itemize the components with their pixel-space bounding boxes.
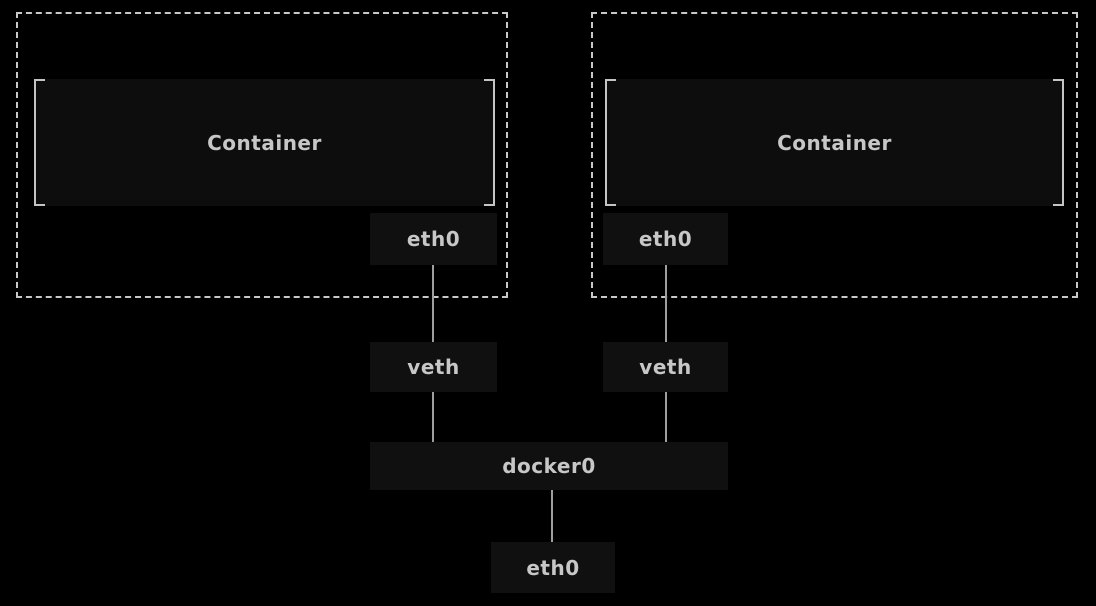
veth-node-right: veth [603, 342, 728, 392]
container-label: Container [777, 130, 892, 155]
docker0-bridge-node: docker0 [370, 442, 728, 490]
connector-vethleft-docker0 [432, 392, 434, 442]
left-bracket-icon [605, 79, 616, 206]
eth0-node-host: eth0 [491, 542, 615, 593]
right-bracket-icon [484, 79, 495, 206]
right-bracket-icon [1053, 79, 1064, 206]
connector-eth0left-vethleft [432, 265, 434, 342]
eth0-node-container-left: eth0 [370, 213, 497, 265]
connector-vethright-docker0 [665, 392, 667, 442]
eth0-node-container-right: eth0 [603, 213, 728, 265]
connector-eth0right-vethright [665, 265, 667, 342]
veth-node-left: veth [370, 342, 497, 392]
container-label: Container [207, 130, 322, 155]
container-node-left: Container [34, 79, 495, 206]
connector-docker0-eth0host [551, 490, 553, 542]
left-bracket-icon [34, 79, 45, 206]
container-node-right: Container [605, 79, 1064, 206]
